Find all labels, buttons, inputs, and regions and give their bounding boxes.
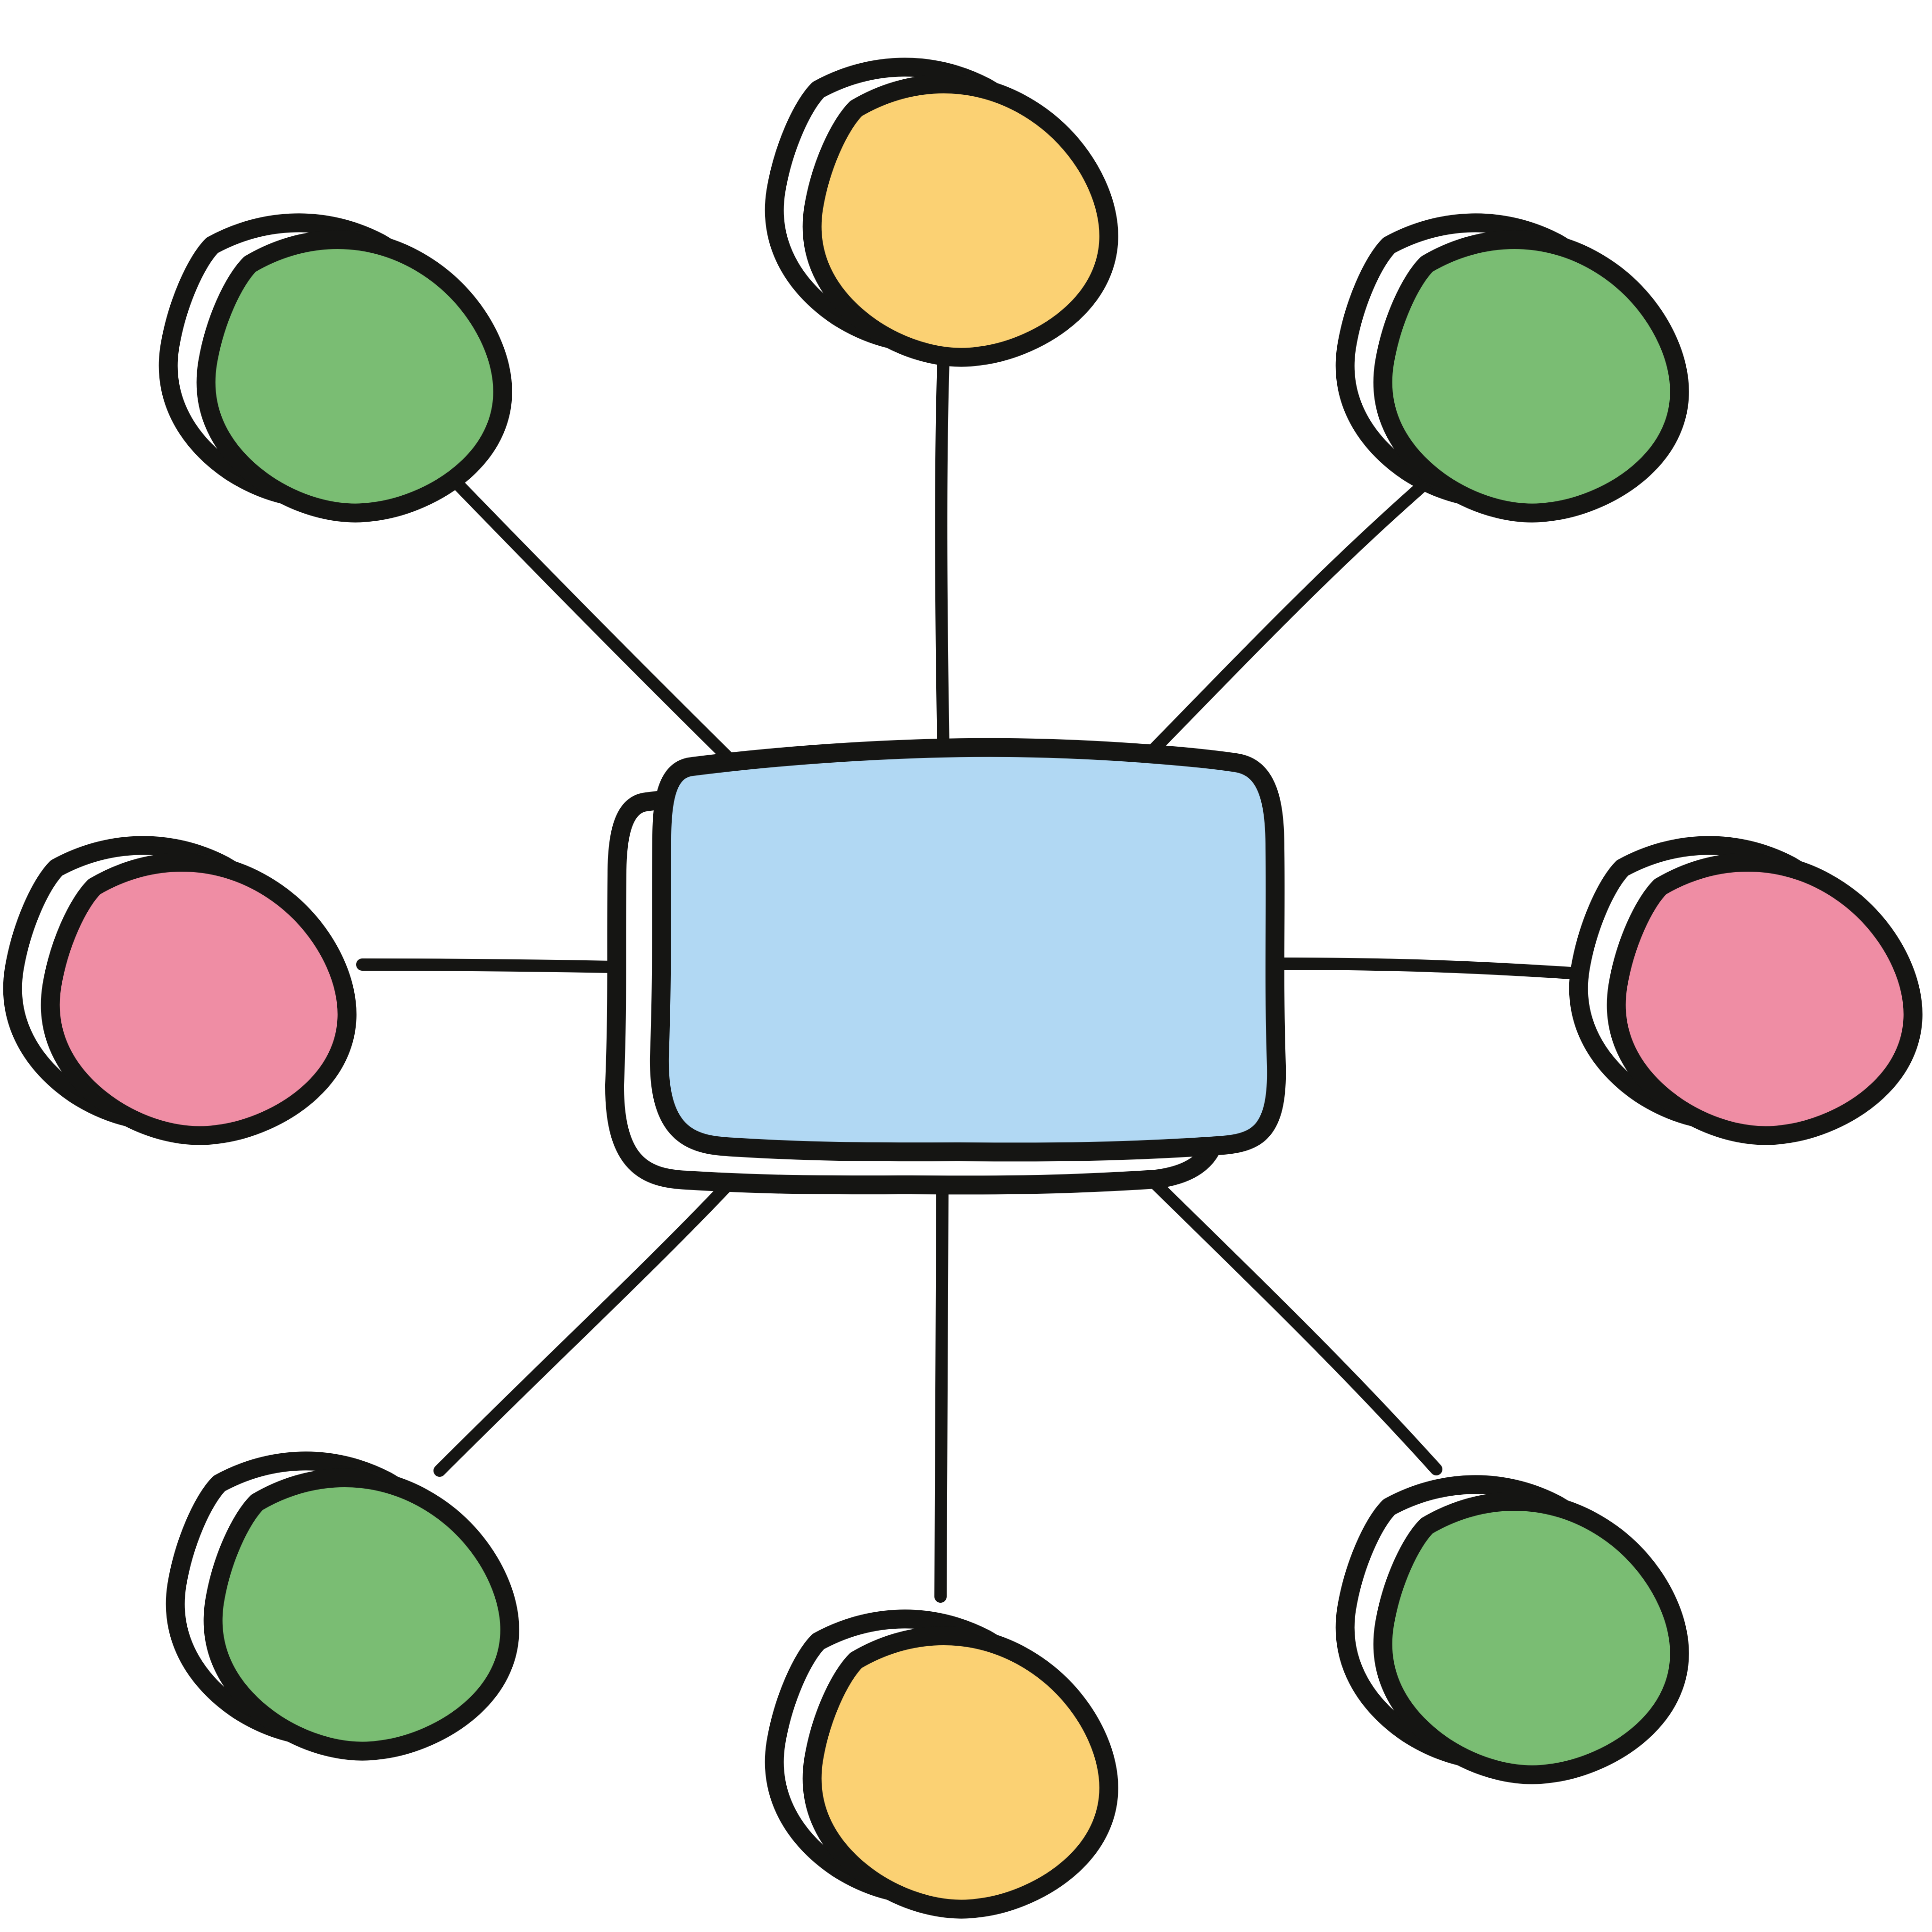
node-bottom-left-circle — [203, 1468, 519, 1761]
node-left — [3, 836, 357, 1145]
node-right-circle — [1607, 853, 1923, 1145]
connector-bottom-right — [1149, 1178, 1442, 1475]
node-top-right-circle — [1373, 230, 1689, 523]
connector-bottom — [934, 1178, 949, 1603]
connector-top-left — [440, 466, 747, 776]
node-left-circle — [41, 853, 357, 1145]
node-layer — [3, 58, 1923, 1919]
node-top-circle — [802, 75, 1118, 367]
connector-lines — [356, 328, 1577, 1603]
connector-top — [935, 328, 950, 756]
node-bottom-right-circle — [1373, 1492, 1689, 1784]
node-bottom — [765, 1609, 1118, 1919]
node-top-left — [158, 213, 512, 523]
connector-top-right — [1142, 466, 1445, 761]
node-top-left-circle — [196, 230, 512, 523]
node-bottom-right — [1335, 1475, 1689, 1784]
central-hub — [605, 738, 1286, 1195]
node-top — [765, 58, 1118, 367]
hub-box — [650, 738, 1286, 1162]
connector-bottom-left — [433, 1175, 737, 1477]
node-right — [1569, 836, 1923, 1145]
connector-left — [356, 958, 619, 973]
connector-right — [1267, 958, 1577, 979]
node-bottom-left — [166, 1451, 519, 1761]
node-bottom-circle — [802, 1626, 1118, 1919]
node-top-right — [1335, 213, 1689, 523]
